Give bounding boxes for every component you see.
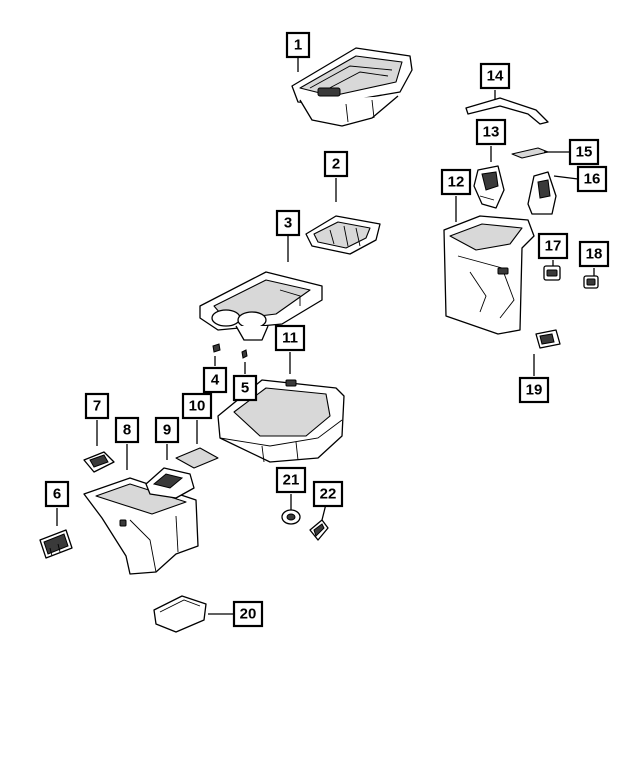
part-2-bin-tray	[305, 215, 381, 255]
callout-19: 19	[518, 376, 550, 404]
part-7-switch-bezel	[83, 451, 115, 473]
callout-11: 11	[274, 324, 306, 352]
part-18-switch	[583, 275, 599, 289]
part-21-grommet	[281, 509, 301, 525]
part-14-trim-strip	[465, 97, 549, 125]
callout-15-label: 15	[576, 144, 593, 161]
callout-4: 4	[202, 366, 228, 394]
callout-10-label: 10	[189, 398, 206, 415]
part-5-clip	[241, 349, 248, 359]
callout-6-label: 6	[53, 486, 61, 503]
leader-lines	[56, 58, 595, 615]
part-17-switch	[543, 265, 561, 281]
callout-16: 16	[576, 165, 608, 193]
callout-8: 8	[114, 416, 140, 444]
callout-14-label: 14	[487, 68, 504, 85]
callout-12-label: 12	[448, 174, 465, 191]
callout-12: 12	[440, 168, 472, 196]
callout-14: 14	[479, 62, 511, 90]
part-12-rear-panel	[443, 215, 535, 335]
callout-21: 21	[275, 466, 307, 494]
callout-15: 15	[568, 138, 600, 166]
callout-5: 5	[232, 374, 258, 402]
part-22-connector	[309, 519, 329, 541]
callout-4-label: 4	[211, 372, 220, 389]
part-1-lid-tray	[291, 47, 413, 127]
part-10-mat	[175, 447, 219, 469]
callout-17-label: 17	[545, 238, 562, 255]
callout-20: 20	[232, 600, 264, 628]
callout-22: 22	[312, 480, 344, 508]
callout-17: 17	[537, 232, 569, 260]
callout-9-label: 9	[163, 422, 171, 439]
callout-13: 13	[475, 118, 507, 146]
callout-9: 9	[154, 416, 180, 444]
callout-16-label: 16	[584, 171, 601, 188]
callout-2: 2	[323, 150, 349, 178]
callout-2-label: 2	[332, 156, 340, 173]
callout-7-label: 7	[93, 398, 101, 415]
part-3-top-bezel	[199, 271, 323, 341]
part-15-pad	[511, 147, 549, 159]
part-6-switch-bank	[39, 529, 73, 559]
callout-20-label: 20	[240, 606, 257, 623]
part-16-duct-bracket	[527, 171, 557, 215]
callout-1: 1	[285, 31, 311, 59]
callout-1-label: 1	[294, 37, 302, 54]
callout-8-label: 8	[123, 422, 131, 439]
part-9-bezel	[145, 467, 195, 499]
callout-3-label: 3	[284, 215, 292, 232]
part-19-outlet	[535, 329, 561, 349]
part-8-front-bracket	[83, 477, 199, 575]
callout-6: 6	[44, 480, 70, 508]
callout-18-label: 18	[586, 246, 603, 263]
callout-5-label: 5	[241, 380, 249, 397]
part-20-module	[153, 595, 207, 633]
callout-3: 3	[275, 209, 301, 237]
callout-7: 7	[84, 392, 110, 420]
part-4-clip	[212, 343, 221, 353]
callout-10: 10	[181, 392, 213, 420]
part-13-air-duct	[473, 165, 505, 209]
callout-21-label: 21	[283, 472, 300, 489]
callout-19-label: 19	[526, 382, 543, 399]
callout-22-label: 22	[320, 486, 337, 503]
callout-13-label: 13	[483, 124, 500, 141]
callout-11-label: 11	[282, 330, 298, 347]
callout-18: 18	[578, 240, 610, 268]
